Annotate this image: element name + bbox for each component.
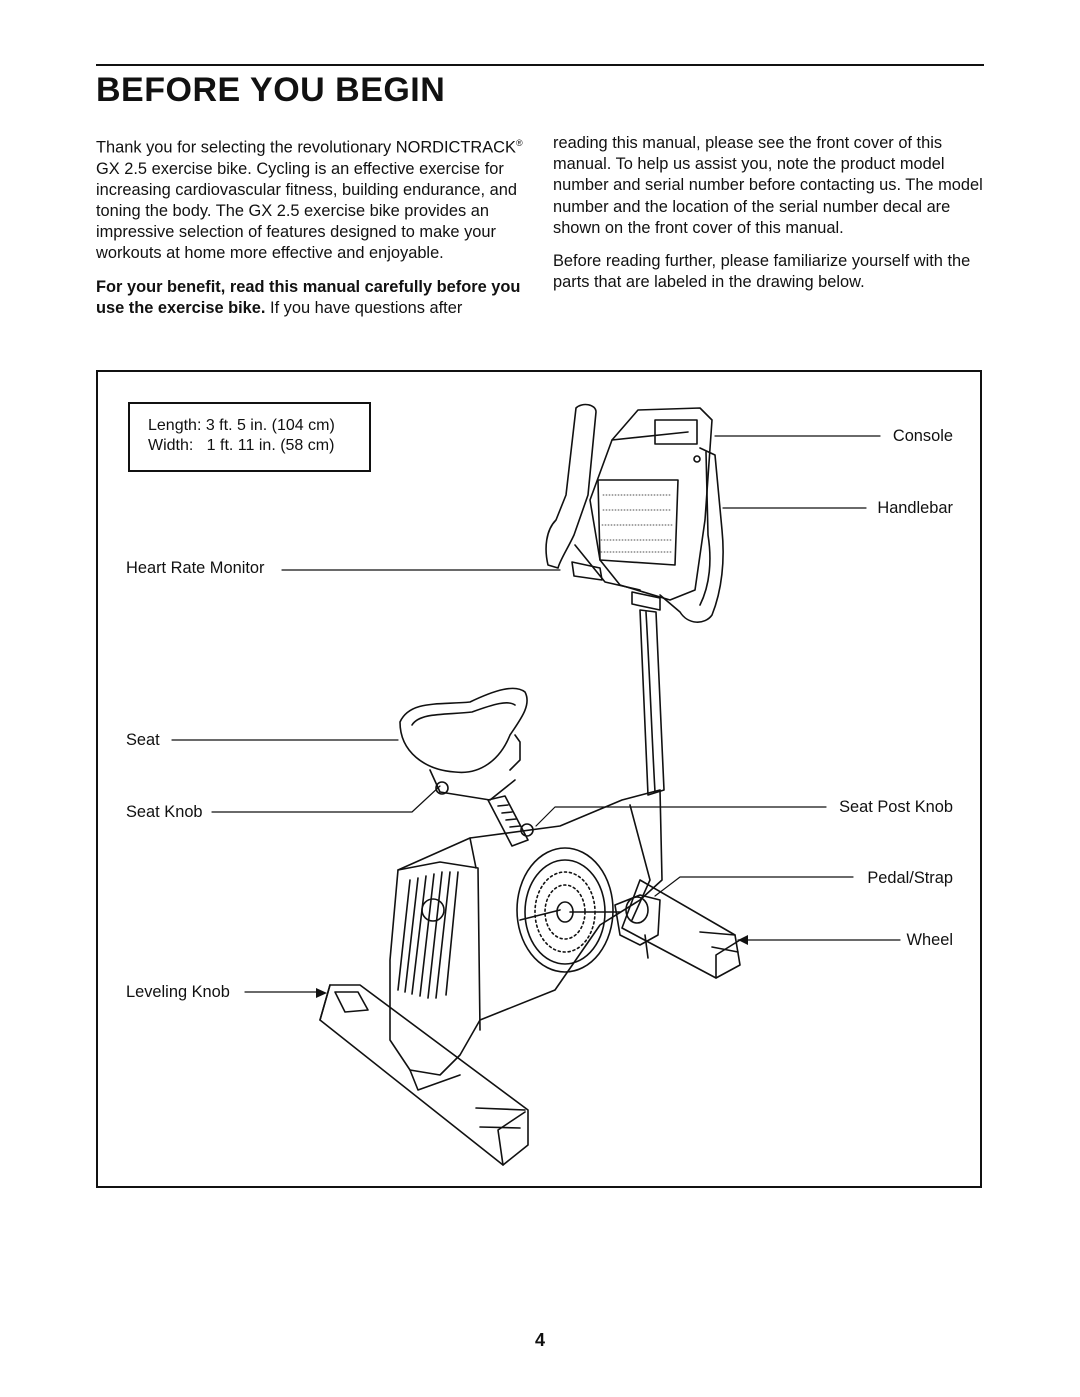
page-title: BEFORE YOU BEGIN [96, 71, 446, 109]
label-seat-knob: Seat Knob [126, 803, 203, 821]
intro-right-column: reading this manual, please see the fron… [553, 133, 989, 305]
intro-paragraph-4: Before reading further, please familiari… [553, 252, 971, 292]
leader-seat-post-knob [535, 806, 827, 827]
page-number: 4 [534, 1330, 545, 1350]
figure-frame [96, 370, 982, 1188]
intro-paragraph-2-rest: If you have questions after [265, 298, 463, 317]
flywheel-cover [516, 847, 621, 973]
label-pedal-strap: Pedal/Strap [867, 869, 953, 887]
label-console: Console [892, 427, 953, 445]
label-handlebar: Handlebar [877, 499, 953, 517]
intro-paragraph-3: reading this manual, please see the fron… [553, 134, 983, 237]
intro-paragraph-1-text: Thank you for selecting the revolutionar… [96, 138, 516, 157]
leader-seat-knob [211, 785, 441, 813]
bike-seat [399, 687, 528, 801]
dimensions-box: Length: 3 ft. 5 in. (104 cm) Width: 1 ft… [128, 402, 371, 472]
intro-paragraph-2-bold: For your benefit, read this manual caref… [96, 277, 521, 317]
label-leveling-knob: Leveling Knob [126, 983, 230, 1001]
arrowheads [316, 935, 748, 998]
bike-handlebars [545, 403, 724, 623]
label-wheel: Wheel [906, 931, 953, 949]
label-seat: Seat [126, 731, 160, 749]
registered-mark: ® [515, 138, 523, 148]
leader-lines [171, 435, 901, 993]
upright-post [639, 609, 665, 796]
bike-console [589, 407, 713, 601]
intro-paragraph-1-rest: GX 2.5 exercise bike. Cycling is an effe… [96, 159, 517, 263]
intro-paragraph-1: Thank you for selecting the revolutionar… [96, 133, 532, 265]
front-stabilizer [319, 984, 529, 1166]
intro-paragraph-2: For your benefit, read this manual caref… [96, 277, 532, 319]
bike-frame [389, 789, 663, 1091]
label-heart-rate-monitor: Heart Rate Monitor [126, 559, 265, 577]
dimension-width: Width: 1 ft. 11 in. (58 cm) [148, 437, 335, 454]
leader-pedal-strap [654, 876, 854, 897]
label-seat-post-knob: Seat Post Knob [839, 798, 953, 816]
seat-post [435, 781, 534, 847]
dimension-length: Length: 3 ft. 5 in. (104 cm) [148, 417, 335, 434]
intro-left-column: Thank you for selecting the revolutionar… [96, 133, 532, 331]
pedal-assembly [519, 894, 661, 959]
rear-stabilizer [621, 879, 741, 979]
header-rule [96, 64, 984, 66]
